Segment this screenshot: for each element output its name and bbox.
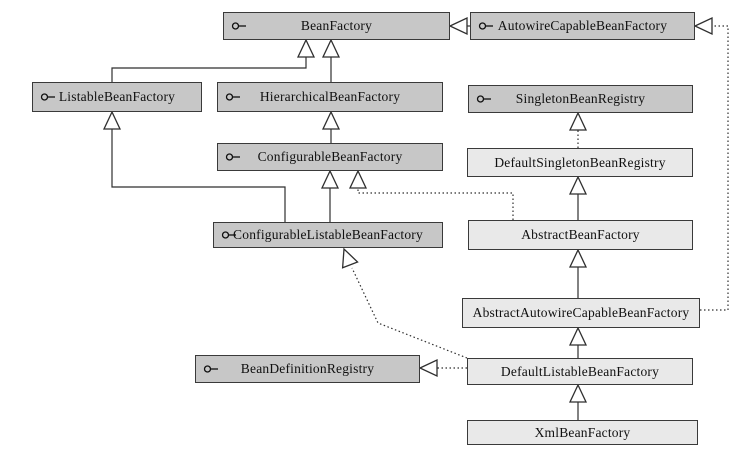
- node-abstractbeanfactory: AbstractBeanFactory: [468, 220, 693, 250]
- interface-lollipop-icon: [225, 92, 243, 102]
- node-defaultlistablebeanfactory: DefaultListableBeanFactory: [467, 358, 693, 385]
- node-label: ListableBeanFactory: [58, 89, 176, 104]
- generalization-arrowhead-icon: [320, 169, 340, 189]
- node-label: BeanDefinitionRegistry: [240, 361, 375, 376]
- realization-arrowhead-icon: [348, 169, 368, 189]
- node-label: DefaultSingletonBeanRegistry: [494, 154, 666, 170]
- interface-lollipop-icon: [231, 21, 249, 31]
- node-label: ConfigurableBeanFactory: [257, 149, 403, 164]
- generalization-arrowhead-icon: [568, 248, 588, 268]
- node-xmlbeanfactory: XmlBeanFactory: [467, 420, 698, 445]
- node-label: XmlBeanFactory: [534, 424, 631, 440]
- node-autowirecapablebeanfactory: AutowireCapableBeanFactory: [470, 12, 695, 40]
- realization-arrowhead-icon: [418, 358, 438, 378]
- node-label: SingletonBeanRegistry: [515, 91, 646, 106]
- interface-lollipop-icon: [476, 94, 494, 104]
- generalization-arrowhead-icon: [568, 326, 588, 346]
- node-label: AutowireCapableBeanFactory: [497, 18, 668, 33]
- interface-lollipop-icon: [478, 21, 496, 31]
- node-beanfactory: BeanFactory: [223, 12, 450, 40]
- realization-arrowhead-icon: [568, 111, 588, 131]
- interface-lollipop-icon: [225, 152, 243, 162]
- node-label: HierarchicalBeanFactory: [259, 89, 401, 104]
- node-beandefinitionregistry: BeanDefinitionRegistry: [195, 355, 420, 383]
- generalization-arrowhead-icon: [448, 16, 468, 36]
- node-label: BeanFactory: [300, 18, 373, 33]
- edge-abstractbeanfactory-to-configurablebeanfactory: [357, 188, 514, 220]
- generalization-arrowhead-icon: [568, 383, 588, 403]
- interface-lollipop-icon: [203, 364, 221, 374]
- edge-abstractautowirecapablebeanfactory-to-autowirecapablebeanfactory: [700, 25, 729, 311]
- node-defaultsingletonbeanregistry: DefaultSingletonBeanRegistry: [467, 148, 693, 177]
- node-configurablelistablebeanfactory: ConfigurableListableBeanFactory: [213, 222, 443, 248]
- generalization-arrowhead-icon: [321, 38, 341, 58]
- node-listablebeanfactory: ListableBeanFactory: [32, 82, 202, 112]
- node-abstractautowirecapablebeanfactory: AbstractAutowireCapableBeanFactory: [462, 298, 700, 328]
- interface-lollipop-icon: [221, 230, 239, 240]
- generalization-arrowhead-icon: [102, 110, 122, 130]
- node-hierarchicalbeanfactory: HierarchicalBeanFactory: [217, 82, 443, 112]
- edge-defaultlistablebeanfactory-to-configurablelistablebeanfactory: [351, 267, 468, 359]
- node-label: AbstractAutowireCapableBeanFactory: [472, 305, 690, 320]
- generalization-arrowhead-icon: [321, 110, 341, 130]
- node-label: AbstractBeanFactory: [521, 227, 640, 242]
- generalization-arrowhead-icon: [568, 175, 588, 195]
- node-configurablebeanfactory: ConfigurableBeanFactory: [217, 143, 443, 171]
- edge-configurablelistablebeanfactory-to-listablebeanfactory: [111, 129, 286, 222]
- interface-lollipop-icon: [40, 92, 58, 102]
- node-label: DefaultListableBeanFactory: [500, 363, 660, 379]
- generalization-arrowhead-icon: [296, 38, 316, 58]
- realization-arrowhead-icon: [341, 247, 359, 269]
- node-singletonbeanregistry: SingletonBeanRegistry: [468, 85, 693, 113]
- node-label: ConfigurableListableBeanFactory: [233, 227, 423, 242]
- realization-arrowhead-icon: [693, 16, 713, 36]
- edge-listablebeanfactory-to-beanfactory: [111, 57, 307, 82]
